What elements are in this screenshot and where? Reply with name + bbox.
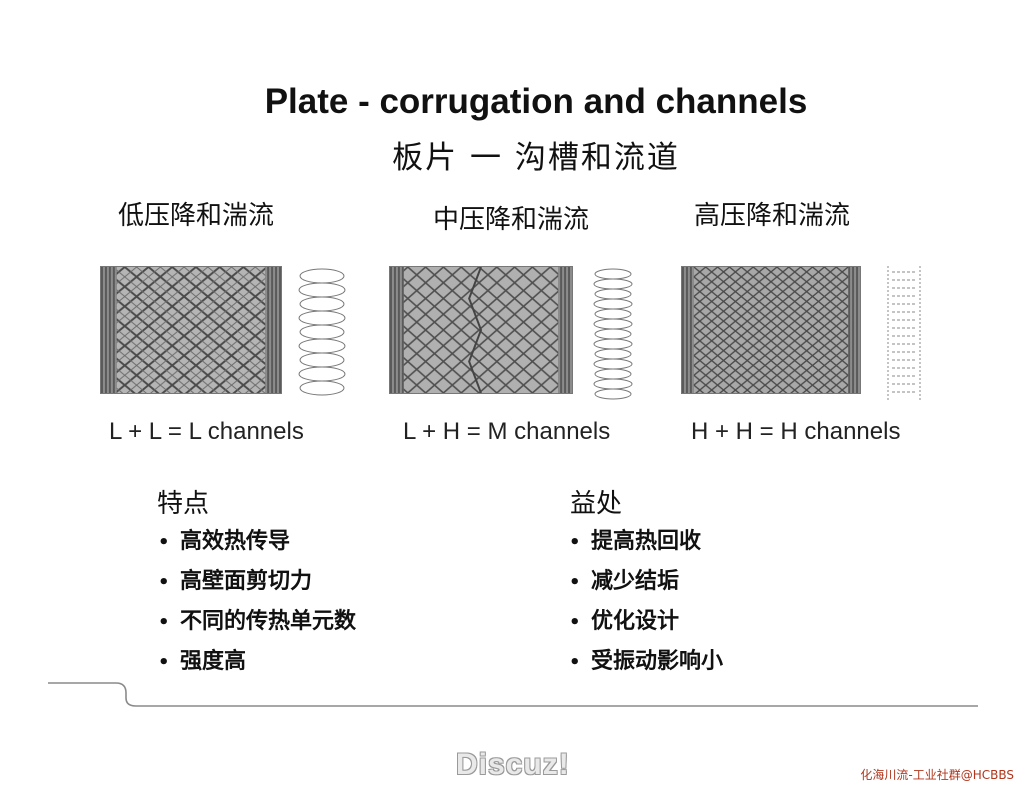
slide-title-english: Plate - corrugation and channels xyxy=(264,82,808,121)
list-item: •提高热回收 xyxy=(569,527,723,567)
column-heading-low: 低压降和湍流 xyxy=(118,201,275,231)
column-heading-high: 高压降和湍流 xyxy=(694,201,851,231)
list-item: •高效热传导 xyxy=(158,527,356,567)
list-item: •高壁面剪切力 xyxy=(158,567,356,607)
list-item: •优化设计 xyxy=(569,607,723,647)
corner-watermark: 化海川流-工业社群@HCBBS xyxy=(860,768,1014,782)
list-item: •不同的传热单元数 xyxy=(158,607,356,647)
plate-image-high xyxy=(681,266,861,394)
slide-title-chinese: 板片 一 沟槽和流道 xyxy=(392,140,680,176)
channel-label-low: L + L = L channels xyxy=(109,418,304,445)
bullet-icon: • xyxy=(158,532,170,553)
features-title: 特点 xyxy=(157,489,210,519)
bullet-icon: • xyxy=(158,572,170,593)
footer-divider xyxy=(48,682,978,707)
column-heading-medium: 中压降和湍流 xyxy=(433,205,590,235)
channel-label-medium: L + H = M channels xyxy=(403,418,611,445)
bullet-icon: • xyxy=(158,612,170,633)
channel-profile-low xyxy=(296,266,348,402)
list-item: •减少结垢 xyxy=(569,567,723,607)
channel-label-high: H + H = H channels xyxy=(691,418,901,445)
plate-image-low xyxy=(100,266,282,394)
bullet-icon: • xyxy=(569,652,581,673)
discuz-watermark: Discuz! xyxy=(456,748,570,781)
list-item: •强度高 xyxy=(158,647,356,687)
features-list: •高效热传导 •高壁面剪切力 •不同的传热单元数 •强度高 xyxy=(158,527,356,687)
list-item: •受振动影响小 xyxy=(569,647,723,687)
benefits-title: 益处 xyxy=(570,489,623,519)
bullet-icon: • xyxy=(569,532,581,553)
benefits-list: •提高热回收 •减少结垢 •优化设计 •受振动影响小 xyxy=(569,527,723,687)
channel-profile-high xyxy=(884,266,924,402)
bullet-icon: • xyxy=(569,612,581,633)
channel-profile-medium xyxy=(592,266,634,402)
plate-image-medium xyxy=(389,266,573,394)
bullet-icon: • xyxy=(569,572,581,593)
bullet-icon: • xyxy=(158,652,170,673)
